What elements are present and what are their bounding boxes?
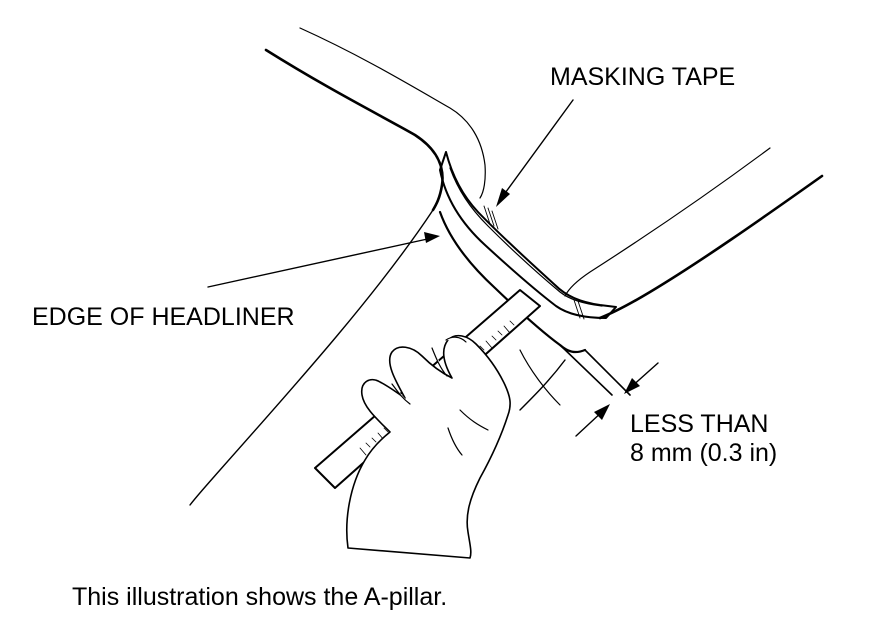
a-pillar-right-edge: [519, 359, 566, 411]
roof-thin-line: [299, 27, 486, 199]
masking-tape-strip: [439, 151, 617, 319]
clearance-label-line1: LESS THAN: [630, 410, 769, 438]
tape-hatch: [483, 205, 585, 320]
hand-icon: [345, 334, 511, 559]
clearance-label-line2: 8 mm (0.3 in): [630, 438, 778, 467]
headliner-edge-line: [264, 48, 444, 212]
gap-line-3: [519, 349, 561, 406]
windshield-edge-line: [598, 174, 824, 320]
edge-of-headliner-label: EDGE OF HEADLINER: [32, 303, 295, 331]
gap-line-2: [584, 349, 631, 396]
dimension-arrow-icon: [575, 362, 659, 437]
clearance-label: LESS THAN 8 mm (0.3 in): [630, 410, 777, 468]
leader-edge-headliner: [207, 237, 433, 288]
arrowhead-edge-headliner: [424, 232, 440, 243]
windshield-thin-line: [564, 147, 771, 297]
gap-line-1: [559, 344, 613, 396]
masking-tape-label: MASKING TAPE: [550, 63, 736, 91]
masking-tape-inner-line: [449, 167, 603, 307]
arrowhead-masking-tape: [496, 188, 510, 207]
a-pillar-left-edge: [189, 209, 434, 506]
illustration-caption: This illustration shows the A-pillar.: [72, 583, 448, 611]
leader-masking-tape: [499, 99, 574, 201]
